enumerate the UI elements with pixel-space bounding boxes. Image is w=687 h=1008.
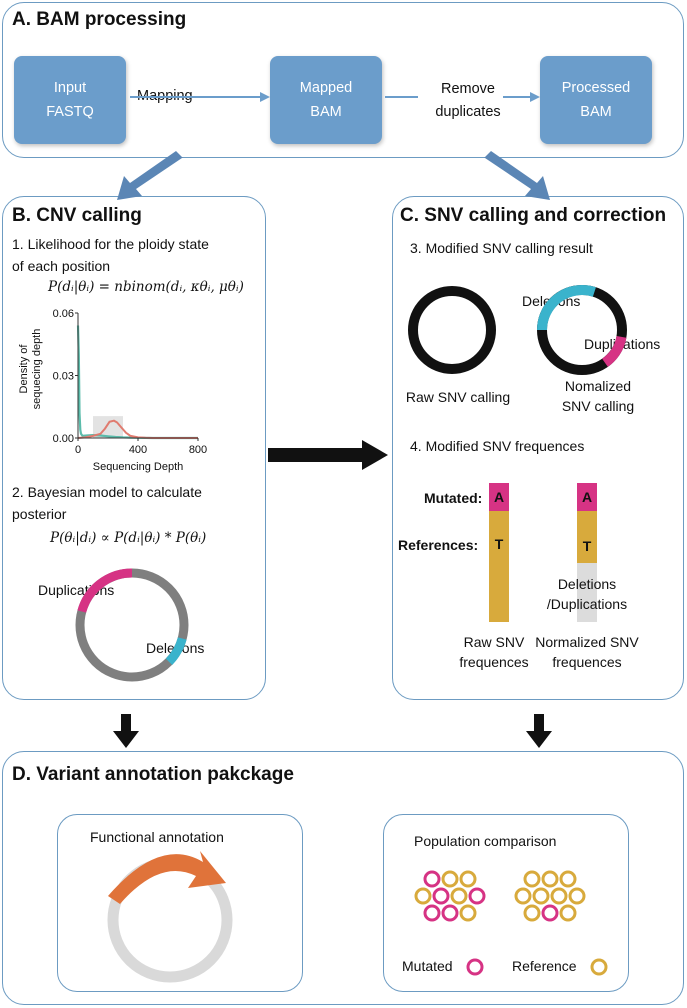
step1-line1: 1. Likelihood for the ploidy state bbox=[12, 236, 209, 252]
norm-freq-caption: Normalized SNV frequences bbox=[527, 632, 647, 672]
step1-text: 1. Likelihood for the ploidy state of eac… bbox=[12, 233, 209, 277]
processed-bam-line2: BAM bbox=[580, 104, 612, 120]
input-fastq-line2: FASTQ bbox=[46, 104, 94, 120]
population-comparison-title: Population comparison bbox=[414, 833, 557, 849]
raw-freq-line2: frequences bbox=[459, 654, 529, 670]
raw-freq-line1: Raw SNV bbox=[463, 634, 525, 650]
raw-mutated-allele: A bbox=[493, 489, 505, 505]
legend-mutated-swatch bbox=[466, 958, 484, 976]
legend-reference-swatch bbox=[590, 958, 608, 976]
norm-mutated-allele: A bbox=[581, 489, 593, 505]
input-fastq-line1: Input bbox=[53, 80, 87, 96]
processed-bam-line1: Processed bbox=[561, 80, 631, 96]
panel-cnv-calling bbox=[2, 196, 266, 700]
raw-freq-caption: Raw SNV frequences bbox=[434, 632, 554, 672]
raw-reference-allele: T bbox=[494, 536, 504, 552]
transcript-arrow-icon bbox=[108, 851, 226, 904]
arrow-to-cnv-icon bbox=[117, 151, 183, 200]
remove-duplicates-label: Remove duplicates bbox=[418, 78, 518, 124]
population-right-cluster bbox=[514, 870, 586, 922]
likelihood-formula: P(dᵢ|θᵢ) = nbinom(dᵢ, κθᵢ, μθᵢ) bbox=[48, 279, 244, 295]
mapped-bam-line1: Mapped bbox=[299, 80, 353, 96]
norm-reference-segment bbox=[577, 511, 597, 563]
panel-a-title: A. BAM processing bbox=[12, 9, 187, 30]
panel-b-title: B. CNV calling bbox=[12, 205, 142, 226]
cnv-deletion-arc bbox=[165, 637, 187, 665]
chart-xlabel: Sequencing Depth bbox=[92, 461, 184, 473]
raw-snv-calling-label: Raw SNV calling bbox=[405, 389, 511, 405]
raw-snv-ring bbox=[408, 286, 496, 374]
norm-deldup-segment bbox=[577, 563, 597, 622]
functional-annotation-box bbox=[57, 814, 303, 992]
legend-mutated-label: Mutated bbox=[402, 958, 453, 974]
norm-freq-line1: Normalized SNV bbox=[535, 634, 639, 650]
normalized-snv-ring bbox=[537, 285, 627, 375]
normalized-deletion-arc bbox=[537, 285, 596, 331]
references-label: References: bbox=[398, 537, 479, 553]
remove-duplicates-line1: Remove bbox=[441, 81, 495, 97]
step2-line2: posterior bbox=[12, 506, 67, 522]
normalized-line2: SNV calling bbox=[561, 398, 635, 414]
step4-text: 4. Modified SNV frequences bbox=[410, 438, 585, 454]
cnv-ring bbox=[75, 568, 189, 682]
raw-reference-segment bbox=[489, 511, 509, 622]
step2-text: 2. Bayesian model to calculate posterior bbox=[12, 481, 202, 525]
arrow-to-snv-icon bbox=[484, 151, 550, 200]
x-tick-label: 0 bbox=[75, 444, 81, 456]
posterior-formula: P(θᵢ|dᵢ) ∝ P(dᵢ|θᵢ) * P(θᵢ) bbox=[50, 530, 207, 546]
y-tick-label: 0.00 bbox=[53, 433, 74, 445]
norm-mutated-segment bbox=[577, 483, 597, 511]
functional-annotation-ring bbox=[107, 851, 233, 983]
normalized-line1: Nomalized bbox=[564, 378, 632, 394]
step2-line1: 2. Bayesian model to calculate bbox=[12, 484, 202, 500]
deldup-line2: /Duplications bbox=[546, 596, 628, 612]
step3-text: 3. Modified SNV calling result bbox=[410, 240, 593, 256]
norm-reference-allele: T bbox=[582, 538, 592, 554]
mapped-bam-line2: BAM bbox=[310, 104, 342, 120]
cnv-duplication-arc bbox=[77, 568, 133, 613]
x-tick-label: 400 bbox=[129, 444, 147, 456]
functional-annotation-title: Functional annotation bbox=[90, 829, 224, 845]
y-tick-label: 0.03 bbox=[53, 371, 74, 383]
remove-duplicates-line2: duplicates bbox=[435, 104, 501, 120]
norm-freq-line2: frequences bbox=[552, 654, 622, 670]
panel-c-title: C. SNV calling and correction bbox=[400, 205, 667, 226]
mutated-label: Mutated: bbox=[424, 490, 483, 506]
y-tick-label: 0.06 bbox=[53, 308, 74, 320]
legend-reference-label: Reference bbox=[512, 958, 577, 974]
normalized-duplication-arc bbox=[601, 335, 627, 367]
raw-mutated-segment bbox=[489, 483, 509, 511]
arrow-cnv-to-snv-icon bbox=[268, 440, 388, 470]
population-left-cluster bbox=[414, 870, 486, 922]
arrow-c-to-d-icon bbox=[526, 714, 552, 748]
deldup-line1: Deletions bbox=[557, 576, 617, 592]
panel-d-title: D. Variant annotation pakckage bbox=[12, 764, 294, 785]
step1-line2: of each position bbox=[12, 258, 111, 274]
deldup-label: Deletions/Duplications bbox=[537, 574, 637, 614]
arrow-b-to-d-icon bbox=[113, 714, 139, 748]
x-tick-label: 800 bbox=[189, 444, 207, 456]
